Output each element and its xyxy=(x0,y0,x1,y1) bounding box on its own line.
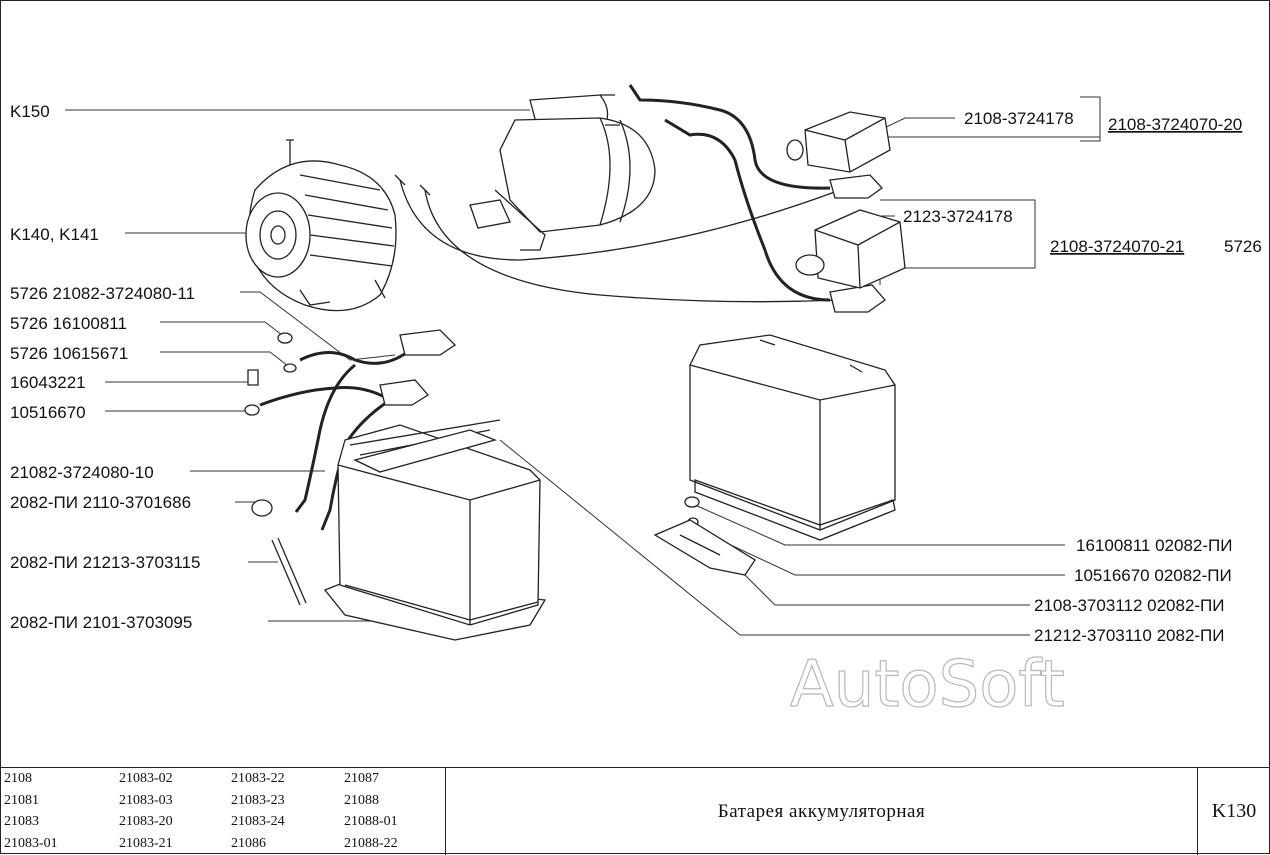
label-part-1: 5726 21082-3724080-11 xyxy=(10,284,195,303)
label-cover-1: 2108-3724178 xyxy=(964,109,1074,128)
label-part-6: 21082-3724080-10 xyxy=(10,463,154,482)
terminal-covers xyxy=(786,111,906,289)
watermark-logo: AutoSoft xyxy=(790,648,1065,722)
left-labels: K150 K140, K141 5726 21082-3724080-11 57… xyxy=(10,102,201,632)
model-cell: 21083-23 xyxy=(231,792,285,808)
label-cover-kit-2: 2108-3724070-21 xyxy=(1050,237,1184,256)
label-part-5: 10516670 xyxy=(10,403,86,422)
label-part-8: 2082-ПИ 21213-3703115 xyxy=(10,553,201,572)
sheet-title: Батарея аккумуляторная xyxy=(446,768,1198,855)
title-block: 2108 21083-02 21083-22 21087 21081 21083… xyxy=(0,767,1270,855)
label-k140: K140, K141 xyxy=(10,225,99,244)
right-labels: 2108-3724178 2108-3724070-20 2123-372417… xyxy=(903,109,1262,645)
terminal-clamps xyxy=(379,174,886,406)
alternator xyxy=(245,139,397,312)
label-part-9: 2082-ПИ 2101-3703095 xyxy=(10,613,192,632)
model-cell: 21083-22 xyxy=(231,771,285,786)
model-cell: 2108 xyxy=(4,771,32,786)
cables xyxy=(259,84,841,531)
model-cell: 21083-01 xyxy=(4,835,58,851)
label-part-r2: 10516670 02082-ПИ xyxy=(1074,566,1232,585)
label-cover-kit-1: 2108-3724070-20 xyxy=(1108,115,1242,134)
model-list: 2108 21083-02 21083-22 21087 21081 21083… xyxy=(0,768,446,855)
model-cell: 21088-22 xyxy=(344,835,398,851)
label-part-3: 5726 10615671 xyxy=(10,344,128,363)
hold-down-plate xyxy=(653,519,756,576)
model-cell: 21081 xyxy=(4,792,39,808)
model-cell: 21088-01 xyxy=(344,814,398,829)
label-part-r1: 16100811 02082-ПИ xyxy=(1076,536,1232,555)
label-part-7: 2082-ПИ 2110-3701686 xyxy=(10,493,191,512)
model-cell: 21083-03 xyxy=(119,792,173,808)
model-cell: 21083-21 xyxy=(119,835,173,851)
label-k150: K150 xyxy=(10,102,50,121)
model-cell: 21083-24 xyxy=(231,814,285,829)
label-note-5726: 5726 xyxy=(1224,237,1262,256)
parts-diagram: K150 K140, K141 5726 21082-3724080-11 57… xyxy=(10,84,1262,723)
label-part-2: 5726 16100811 xyxy=(10,314,127,333)
model-cell: 21087 xyxy=(344,771,379,786)
model-cell: 21088 xyxy=(344,792,379,808)
model-cell: 21083-02 xyxy=(119,771,173,786)
battery-installed xyxy=(323,419,547,641)
model-cell: 21086 xyxy=(231,835,266,851)
sheet-code: K130 xyxy=(1211,800,1257,822)
model-cell: 21083-20 xyxy=(119,814,173,829)
model-cell: 21083 xyxy=(4,814,39,829)
label-part-4: 16043221 xyxy=(10,373,86,392)
label-part-r3: 2108-3703112 02082-ПИ xyxy=(1034,596,1225,615)
battery-spare xyxy=(689,334,896,541)
label-cover-2: 2123-3724178 xyxy=(903,207,1013,226)
starter-motor xyxy=(469,94,656,251)
label-part-r4: 21212-3703110 2082-ПИ xyxy=(1034,626,1225,645)
fasteners xyxy=(244,332,700,606)
